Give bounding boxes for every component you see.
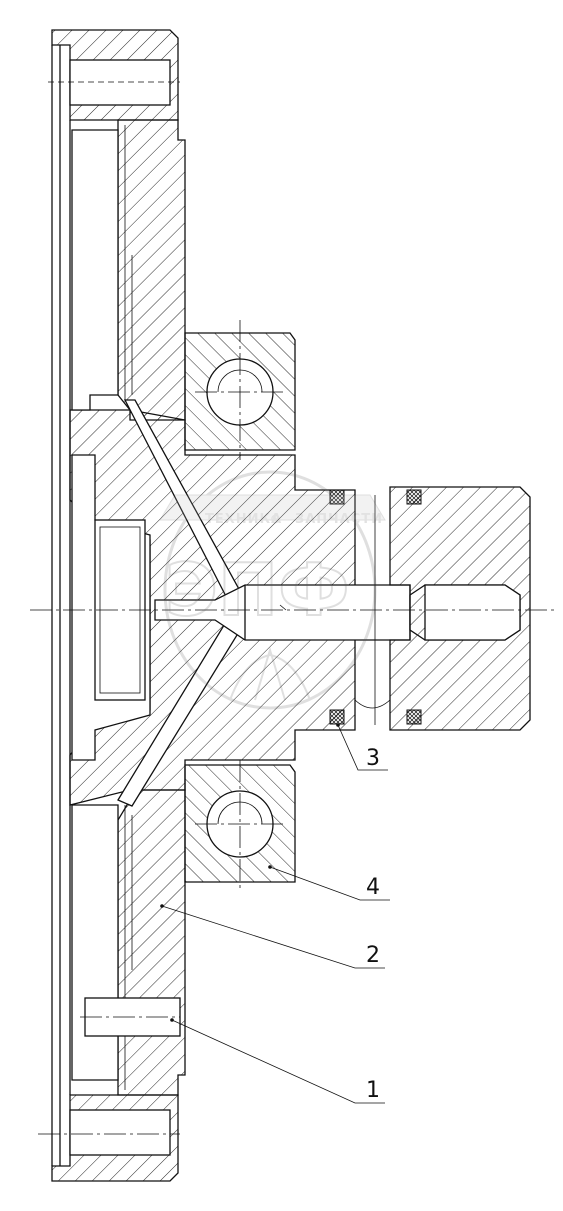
disc-body (51, 29, 356, 1182)
callout-4: 4 (268, 865, 390, 901)
watermark-right-text: ЗАПЧАСТИ (295, 512, 383, 527)
coupling-flange (354, 486, 531, 731)
rim-hole-top (48, 59, 180, 106)
callout-2: 2 (160, 904, 385, 969)
bearing-lower-part-4 (184, 760, 296, 890)
bearing-upper (184, 320, 296, 460)
rim-hole-bottom (38, 1109, 180, 1156)
watermark-letters: ЭПФ (165, 548, 350, 632)
watermark-logo: ТЕХНИКА ⊛ ЗАПЧАСТИ ЭПФ (159, 470, 386, 710)
callout-1: 1 (170, 1018, 385, 1104)
callout-4-label: 4 (366, 875, 380, 900)
callout-3-label: 3 (366, 746, 380, 771)
pin-part-1 (80, 997, 181, 1037)
seal-rings-part-3 (329, 489, 422, 725)
watermark-symbol: ⊛ (270, 512, 282, 527)
callout-3: 3 (336, 723, 388, 771)
callout-1-label: 1 (366, 1078, 380, 1103)
callout-2-label: 2 (366, 943, 380, 968)
watermark-top-text: ТЕХНИКА (205, 512, 282, 527)
